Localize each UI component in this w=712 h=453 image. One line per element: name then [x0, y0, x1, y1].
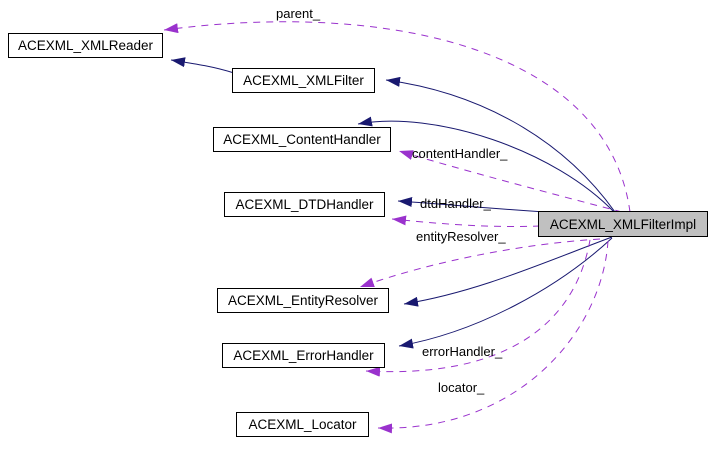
edge-usage-parent [163, 21, 631, 213]
edge-inheritance-xmlfilterimpl-to-xmlfilter [385, 76, 616, 213]
edge-label-entityresolver: entityResolver_ [416, 229, 506, 244]
edge-label-errorhandler: errorHandler_ [422, 344, 503, 359]
edge-inheritance-xmlfilterimpl-to-contenthandler [357, 116, 616, 214]
node-acexml-contenthandler[interactable]: ACEXML_ContentHandler [213, 127, 391, 152]
node-acexml-entityresolver[interactable]: ACEXML_EntityResolver [217, 288, 389, 313]
node-acexml-errorhandler[interactable]: ACEXML_ErrorHandler [222, 343, 385, 368]
edge-label-contenthandler: contentHandler_ [412, 146, 508, 161]
edge-inheritance-xmlfilterimpl-to-errorhandler [398, 237, 613, 349]
node-acexml-xmlreader[interactable]: ACEXML_XMLReader [8, 33, 163, 58]
edge-usage-locator [377, 240, 609, 434]
edge-label-parent: parent_ [276, 6, 321, 21]
edge-usage-contenthandler [398, 150, 623, 213]
edge-label-locator: locator_ [438, 380, 485, 395]
node-acexml-xmlfilter[interactable]: ACEXML_XMLFilter [232, 68, 375, 93]
node-acexml-xmlfilterimpl: ACEXML_XMLFilterImpl [538, 211, 708, 237]
edge-usage-entityresolver [359, 238, 601, 288]
node-acexml-dtdhandler[interactable]: ACEXML_DTDHandler [224, 192, 385, 217]
edge-label-dtdhandler: dtdHandler_ [420, 196, 491, 211]
edge-inheritance-xmlfilter-to-xmlreader [170, 57, 235, 74]
edge-usage-dtdhandler [391, 215, 541, 228]
edge-usage-errorhandler [365, 239, 591, 377]
node-acexml-locator[interactable]: ACEXML_Locator [236, 412, 369, 437]
edge-inheritance-xmlfilterimpl-to-entityresolver [403, 236, 613, 307]
